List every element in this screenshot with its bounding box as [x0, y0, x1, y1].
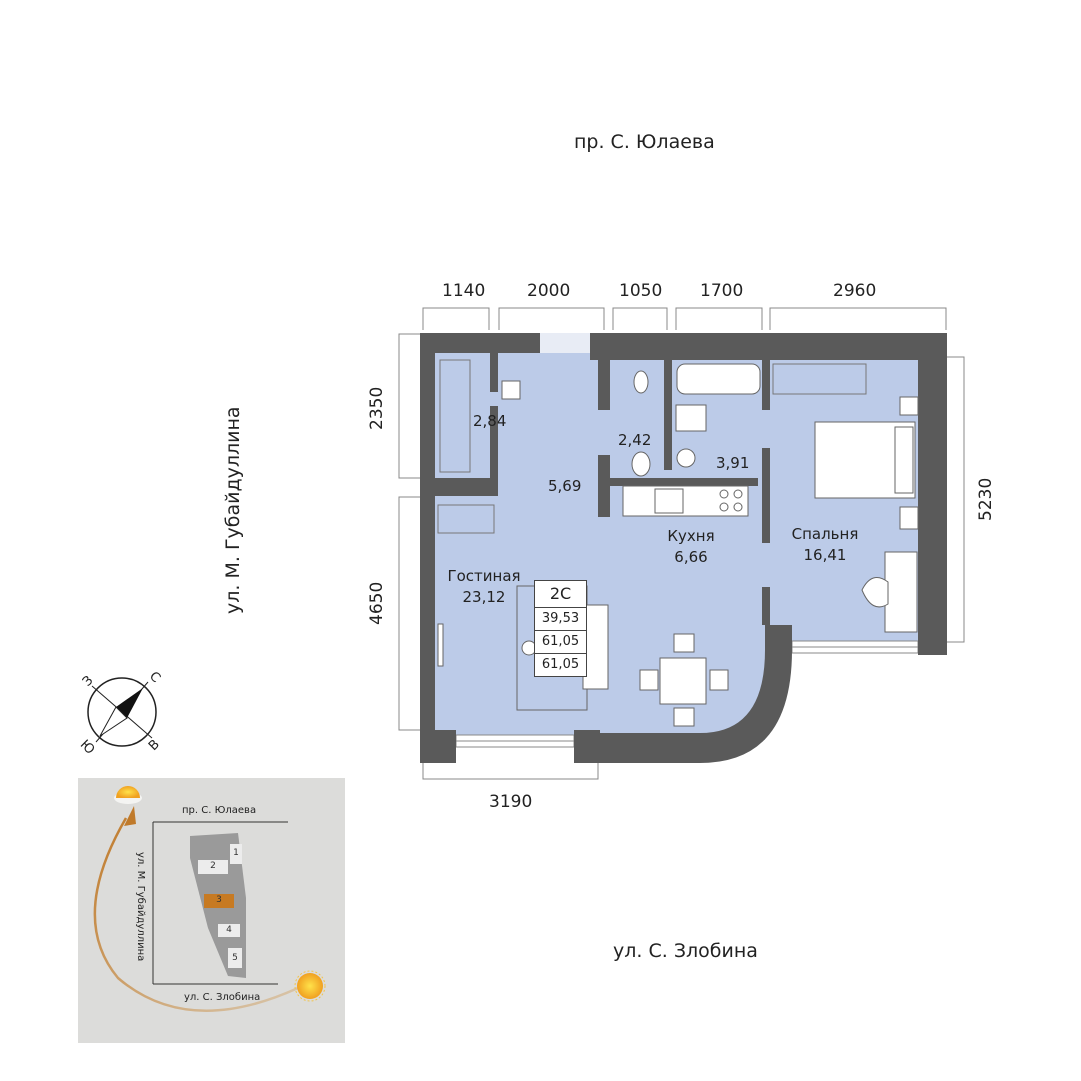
- dim-top-2: 2000: [527, 281, 571, 301]
- site-map-street-left: ул. М. Губайдуллина: [135, 852, 146, 962]
- room-kitchen: Кухня 6,66: [666, 526, 716, 568]
- compass-rose: [87, 677, 157, 747]
- site-map-street-bottom: ул. С. Злобина: [184, 992, 261, 1003]
- wardrobe-fixtures: [437, 359, 867, 534]
- dim-top-5: 2960: [833, 281, 877, 301]
- room-living: Гостиная 23,12: [446, 566, 522, 608]
- apartment-total-area-2: 61,05: [541, 657, 580, 672]
- room-area-hall: 5,69: [548, 477, 582, 495]
- bedroom-furniture: [814, 396, 919, 633]
- apartment-living-area: 39,53: [535, 608, 586, 631]
- room-area-kitchen: 6,66: [674, 548, 708, 566]
- building-4: [218, 924, 240, 937]
- dim-top-4: 1700: [700, 281, 744, 301]
- room-area-toilet: 2,42: [618, 431, 652, 449]
- site-map-street-top: пр. С. Юлаева: [182, 805, 257, 816]
- room-area-bathroom: 3,91: [716, 454, 750, 472]
- living-furniture: [437, 585, 729, 727]
- room-area-bedroom: 16,41: [803, 546, 847, 564]
- room-area-living: 23,12: [462, 588, 506, 606]
- apartment-info-box: 2С 39,53 61,05 61,05: [534, 580, 587, 677]
- room-bedroom: Спальня 16,41: [790, 524, 860, 566]
- building-1: [230, 844, 242, 864]
- street-bottom: ул. С. Злобина: [613, 940, 758, 962]
- dim-top-3: 1050: [619, 281, 663, 301]
- bathroom-fixtures: [501, 363, 761, 477]
- site-map-graphics: [93, 786, 326, 1012]
- building-label-4: 4: [226, 925, 232, 935]
- building-label-1: 1: [233, 848, 239, 858]
- site-map: пр. С. Юлаева ул. М. Губайдуллина ул. С.…: [78, 778, 345, 1043]
- interior-walls: [432, 352, 770, 625]
- room-name-living: Гостиная: [447, 567, 521, 585]
- building-3: [204, 894, 234, 908]
- outer-walls: [420, 333, 947, 763]
- apartment-total-area: 61,05: [535, 631, 586, 654]
- room-name-bedroom: Спальня: [791, 525, 859, 543]
- kitchen-fixtures: [622, 485, 749, 517]
- dimension-lines: [398, 307, 965, 780]
- dim-bottom: 3190: [489, 792, 533, 812]
- building-5: [228, 948, 242, 968]
- dim-top-1: 1140: [442, 281, 486, 301]
- apartment-type: 2С: [535, 581, 586, 608]
- building-label-2: 2: [210, 861, 216, 871]
- room-name-kitchen: Кухня: [667, 527, 715, 545]
- building-label-3: 3: [216, 895, 222, 905]
- street-top: пр. С. Юлаева: [574, 131, 715, 153]
- building-label-5: 5: [232, 953, 238, 963]
- building-2: [198, 860, 228, 874]
- room-area-wardrobe: 2,84: [473, 412, 507, 430]
- top-opening: [540, 333, 590, 353]
